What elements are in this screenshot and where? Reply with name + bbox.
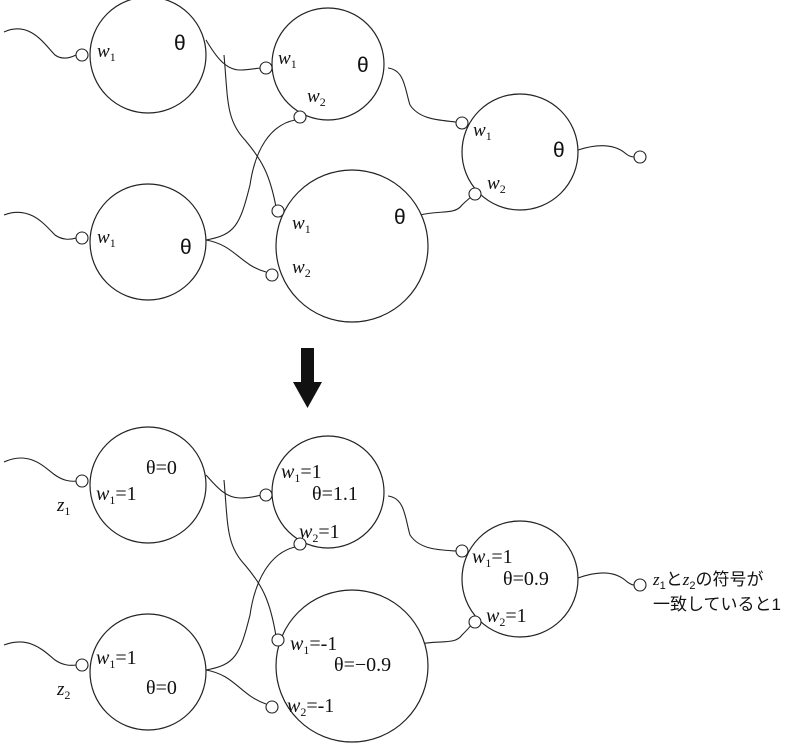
wire-input2 xyxy=(3,211,77,240)
port-b-n2-in xyxy=(75,658,89,672)
neuron-bottom-2 xyxy=(89,613,207,731)
port-top-n5-in1 xyxy=(455,116,469,130)
top-n5-theta-label: θ xyxy=(553,139,565,162)
port-top-n3-in1 xyxy=(259,61,273,75)
top-n2-theta-label: θ xyxy=(180,236,192,259)
top-n4-w2-label: w2 xyxy=(292,257,311,280)
neuron-bottom-3 xyxy=(271,435,385,549)
port-b-n3-in2 xyxy=(293,537,307,551)
wire-b-n4-to-n5 xyxy=(419,623,473,645)
bottom-n4-w2-label: w2=-1 xyxy=(287,695,334,719)
wire-b-n1-to-n4 xyxy=(223,479,277,637)
wire-n1-to-n3 xyxy=(205,39,263,71)
wire-output xyxy=(577,145,635,158)
top-n1-theta-label: θ xyxy=(174,32,186,55)
wire-b-n3-to-n5 xyxy=(387,495,457,552)
top-n4-theta-label: θ xyxy=(394,206,406,229)
bottom-network: z1 z2 θ=0 w1=1 w1=1 θ=0 w1=1 θ=1.1 w2=1 … xyxy=(3,426,781,743)
port-top-n4-in1 xyxy=(271,204,285,218)
wire-b-input2 xyxy=(3,641,77,666)
bottom-n2-theta-label: θ=0 xyxy=(146,677,177,699)
neuron-top-4 xyxy=(275,169,429,323)
bottom-n3-theta-label: θ=1.1 xyxy=(312,483,358,505)
neuron-top-3 xyxy=(271,7,385,121)
bottom-n1-w1-label: w1=1 xyxy=(96,483,137,507)
wire-b-n1-to-n3 xyxy=(205,474,263,499)
bottom-n5-w2-label: w2=1 xyxy=(486,605,527,629)
wire-n2-to-n4 xyxy=(205,239,267,273)
wire-b-output xyxy=(577,572,635,586)
port-top-n3-in2 xyxy=(293,110,307,124)
port-b-output xyxy=(633,578,647,592)
port-b-n1-in xyxy=(75,474,89,488)
port-b-n5-in2 xyxy=(468,615,482,629)
port-top-n2-in xyxy=(75,231,89,245)
output-label-line2: 一致していると1 xyxy=(653,595,781,614)
down-arrow-icon xyxy=(293,348,322,408)
port-top-output xyxy=(633,150,647,164)
port-b-n4-in1 xyxy=(271,633,285,647)
bottom-n2-w1-label: w1=1 xyxy=(96,647,137,671)
top-n3-w2-label: w2 xyxy=(307,86,326,109)
bottom-n5-w1-label: w1=1 xyxy=(472,546,513,570)
neuron-bottom-5 xyxy=(461,520,579,638)
bottom-n1-theta-label: θ=0 xyxy=(146,457,177,479)
bottom-n5-theta-label: θ=0.9 xyxy=(503,568,549,590)
top-network: w1 θ w1 θ w1 θ w2 w1 θ w2 w1 θ w2 xyxy=(3,0,647,323)
wire-n3-to-n5 xyxy=(387,67,457,123)
port-top-n5-in2 xyxy=(468,187,482,201)
top-n2-w1-label: w1 xyxy=(97,227,116,250)
wire-b-n2-to-n4 xyxy=(205,669,267,705)
top-n5-w2-label: w2 xyxy=(487,173,506,196)
top-n3-w1-label: w1 xyxy=(278,48,297,71)
top-n1-w1-label: w1 xyxy=(97,41,116,64)
port-b-n3-in1 xyxy=(259,488,273,502)
wire-n4-to-n5 xyxy=(419,195,473,216)
wire-n2-to-n3 xyxy=(205,119,296,241)
top-n3-theta-label: θ xyxy=(357,54,369,77)
wire-n1-to-n4 xyxy=(223,54,277,208)
neuron-top-2 xyxy=(89,183,207,301)
port-top-n4-in2 xyxy=(265,268,279,282)
output-label-line1: z1とz2の符号が xyxy=(652,570,764,592)
top-n5-w1-label: w1 xyxy=(473,120,492,143)
input-z2-label: z2 xyxy=(56,679,70,702)
wire-b-n2-to-n3 xyxy=(205,546,296,671)
neuron-bottom-1 xyxy=(89,426,207,544)
port-top-n1-in xyxy=(75,48,89,62)
bottom-n4-w1-label: w1=-1 xyxy=(290,633,337,657)
input-z1-label: z1 xyxy=(56,495,70,518)
bottom-n3-w2-label: w2=1 xyxy=(299,521,340,545)
port-b-n4-in2 xyxy=(265,700,279,714)
bottom-n3-w1-label: w1=1 xyxy=(281,461,322,485)
port-b-n5-in1 xyxy=(455,544,469,558)
neuron-top-1 xyxy=(89,0,207,114)
wire-b-input1 xyxy=(3,457,77,482)
neuron-bottom-4 xyxy=(275,589,429,743)
neuron-top-5 xyxy=(461,93,579,211)
top-n4-w1-label: w1 xyxy=(292,213,311,236)
wire-input1 xyxy=(3,28,77,59)
bottom-n4-theta-label: θ=−0.9 xyxy=(334,654,391,676)
